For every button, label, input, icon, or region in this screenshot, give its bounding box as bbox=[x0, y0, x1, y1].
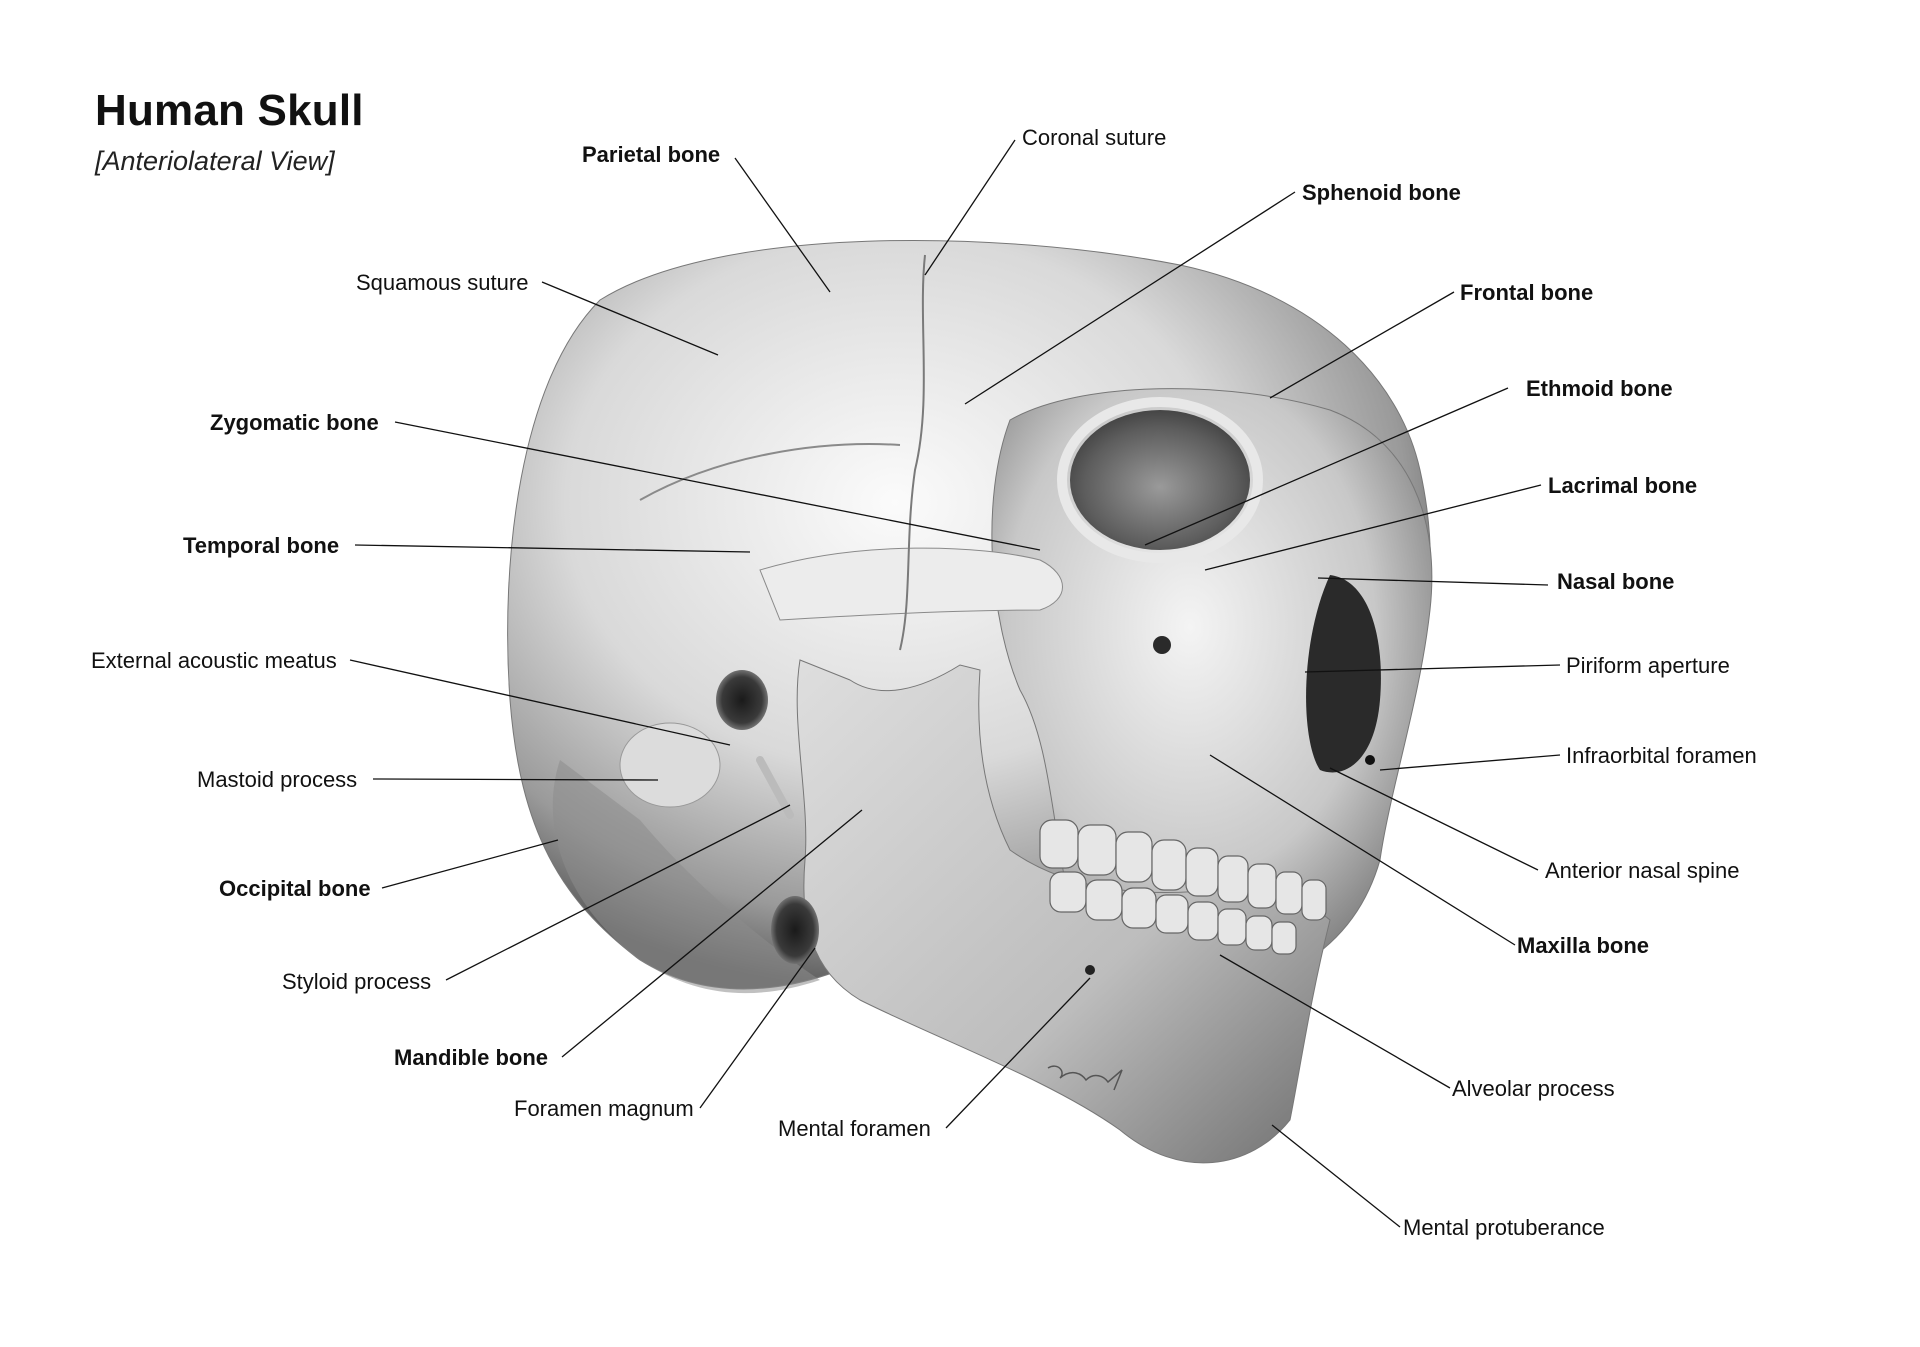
label-infraorbital-foramen: Infraorbital foramen bbox=[1566, 743, 1757, 768]
label-foramen-magnum: Foramen magnum bbox=[514, 1096, 694, 1121]
artist-signature bbox=[1047, 1065, 1123, 1091]
label-piriform-aperture: Piriform aperture bbox=[1566, 653, 1730, 678]
diagram-title: Human Skull bbox=[95, 86, 364, 135]
mental-foramen-hole bbox=[1085, 965, 1095, 975]
label-mental-protuberance: Mental protuberance bbox=[1403, 1215, 1605, 1240]
label-external-acoustic-meatus: External acoustic meatus bbox=[91, 648, 337, 673]
label-occipital-bone: Occipital bone bbox=[219, 876, 371, 901]
label-nasal-bone: Nasal bone bbox=[1557, 569, 1674, 594]
label-zygomatic-bone: Zygomatic bone bbox=[210, 410, 379, 435]
coronal-suture-line bbox=[899, 254, 926, 651]
label-styloid-process: Styloid process bbox=[282, 969, 431, 994]
skull-illustration bbox=[507, 239, 1433, 1164]
label-lacrimal-bone: Lacrimal bone bbox=[1548, 473, 1697, 498]
label-frontal-bone: Frontal bone bbox=[1460, 280, 1593, 305]
teeth bbox=[1039, 819, 1327, 955]
foramen-magnum-hole bbox=[771, 896, 819, 964]
label-mastoid-process: Mastoid process bbox=[197, 767, 357, 792]
nasal-cavity bbox=[1306, 575, 1381, 773]
orbit bbox=[1070, 410, 1250, 550]
label-sphenoid-bone: Sphenoid bone bbox=[1302, 180, 1461, 205]
label-mandible-bone: Mandible bone bbox=[394, 1045, 548, 1070]
label-anterior-nasal-spine: Anterior nasal spine bbox=[1545, 858, 1739, 883]
squamous-suture-line bbox=[639, 443, 901, 501]
label-ethmoid-bone: Ethmoid bone bbox=[1526, 376, 1673, 401]
label-mental-foramen: Mental foramen bbox=[778, 1116, 931, 1141]
labels: Parietal bone Coronal suture Sphenoid bo… bbox=[91, 125, 1757, 1240]
mastoid bbox=[619, 722, 721, 808]
zygomatic-hole bbox=[1153, 636, 1171, 654]
label-coronal-suture: Coronal suture bbox=[1022, 125, 1166, 150]
diagram-subtitle: [Anteriolateral View] bbox=[95, 146, 335, 176]
orbit-rim bbox=[1057, 397, 1263, 563]
label-squamous-suture: Squamous suture bbox=[356, 270, 528, 295]
styloid bbox=[756, 756, 794, 819]
leader-lines bbox=[349, 139, 1561, 1228]
zygomatic-arch bbox=[759, 547, 1063, 621]
label-parietal-bone: Parietal bone bbox=[582, 142, 720, 167]
occipital-shadow bbox=[552, 760, 820, 994]
label-alveolar-process: Alveolar process bbox=[1452, 1076, 1615, 1101]
label-maxilla-bone: Maxilla bone bbox=[1517, 933, 1649, 958]
label-temporal-bone: Temporal bone bbox=[183, 533, 339, 558]
ear-canal bbox=[716, 670, 768, 730]
infraorbital-hole bbox=[1365, 755, 1375, 765]
